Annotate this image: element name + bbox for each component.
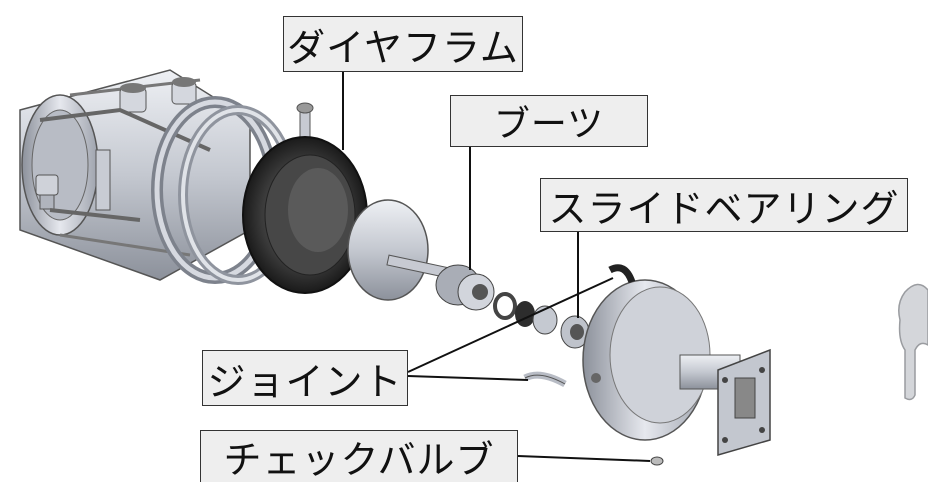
joint-label: ジョイント xyxy=(202,350,408,406)
leader-joint-1 xyxy=(407,277,614,373)
leader-joint-2 xyxy=(407,375,529,381)
slide-bearing-part xyxy=(493,292,590,349)
diaphragm-label: ダイヤフラム xyxy=(283,16,523,72)
housing-cylinder xyxy=(19,69,251,281)
output-housing xyxy=(582,279,771,456)
leader-check-valve xyxy=(517,455,651,462)
wrench-icon xyxy=(898,283,928,401)
diaphragm-part xyxy=(242,136,368,294)
boot-part xyxy=(435,264,495,311)
boots-label: ブーツ xyxy=(450,95,648,147)
leader-lines xyxy=(342,72,651,462)
joint-part xyxy=(523,264,636,388)
check-valve-label: チェックバルブ xyxy=(200,430,518,482)
check-valve-part xyxy=(650,456,664,466)
slide-bearing-label: スライドベアリング xyxy=(540,178,908,232)
piston-disc xyxy=(347,199,449,301)
